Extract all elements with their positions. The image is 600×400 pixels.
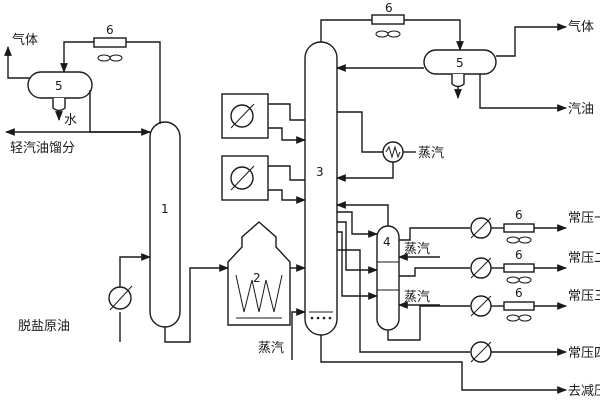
- cooler-exchanger-2-slash: [470, 257, 492, 279]
- steam-generator-coil: [385, 145, 401, 159]
- gas-left-label: 气体: [12, 32, 38, 48]
- heat-exchanger-slash: [109, 285, 133, 311]
- gas-right-label: 气体: [568, 19, 594, 35]
- steam-bottom-label: 蒸汽: [258, 341, 284, 356]
- stripper-4-number: 4: [383, 235, 391, 249]
- cooler-top: [371, 14, 405, 25]
- air-cooler-3: [503, 301, 535, 311]
- pumparound-slash-upper: [230, 103, 255, 129]
- tower-3-number: 3: [316, 165, 324, 179]
- gas-left-outlet: [4, 46, 30, 79]
- atmospheric-tower: [304, 41, 338, 336]
- heating-furnace: [227, 221, 291, 326]
- steam-distributor: [310, 316, 332, 320]
- side-draw-2: [337, 221, 378, 274]
- cooler-exchanger-1-slash: [470, 217, 492, 239]
- gasoline-outlet: [479, 74, 567, 112]
- cooler-6-side-3-number: 6: [515, 286, 523, 300]
- crude-to-tower-1: [119, 253, 151, 287]
- air-cooler-1: [503, 223, 535, 233]
- fan-icon: [506, 236, 532, 244]
- steam-exchanger-label: 蒸汽: [418, 146, 444, 161]
- cooler-top-to-drum: [404, 19, 464, 51]
- cooler-6-side-2-number: 6: [515, 248, 523, 262]
- residue-label: 去减压: [568, 384, 600, 399]
- steam-stripper-2-label: 蒸汽: [404, 290, 430, 305]
- drum-5-left-number: 5: [55, 79, 63, 93]
- reflux-to-tower-1: [89, 90, 151, 136]
- steam-exchanger-out: [336, 162, 394, 182]
- cooler-6-top-number: 6: [385, 1, 393, 15]
- cooler-to-drum-line: [60, 41, 94, 73]
- pre-flash-tower: [149, 121, 181, 328]
- side-draw-1: [337, 211, 378, 238]
- gas-right-outlet: [496, 23, 567, 57]
- steam-stripper-1-label: 蒸汽: [404, 242, 430, 257]
- pumparound-box-lower: [221, 155, 269, 201]
- tower-3-overhead-line: [320, 19, 372, 42]
- side-4-label: 常压四线: [568, 346, 600, 361]
- air-cooler-2: [503, 263, 535, 273]
- cooler-left-top: [93, 37, 127, 48]
- side-3-label: 常压三线（重柴油）: [568, 288, 600, 304]
- tower-1-overhead-line: [126, 41, 161, 124]
- cooler-exchanger-4-slash: [470, 341, 492, 363]
- fan-icon: [97, 54, 123, 62]
- fan-icon: [506, 276, 532, 284]
- pumparound-upper-in: [268, 103, 305, 121]
- product-line-3: [387, 305, 470, 341]
- pumparound-lower-in: [268, 165, 305, 181]
- product-line-4: [337, 249, 470, 353]
- cooler-6-side-1-number: 6: [515, 208, 523, 222]
- desalted-crude-label: 脱盐原油: [18, 319, 70, 334]
- drum-boot-left: [52, 98, 66, 112]
- pumparound-slash-lower: [230, 165, 255, 191]
- side-1-label: 常压一线（煤油）: [568, 211, 600, 226]
- side-2-label: 常压二线（轻柴油）: [568, 251, 600, 266]
- cooler-exchanger-3-slash: [470, 295, 492, 317]
- product-line-1: [399, 227, 470, 241]
- cooler-6-left-number: 6: [106, 23, 114, 37]
- residue-line: [320, 335, 567, 394]
- product-line-2: [399, 267, 470, 277]
- light-gasoline-label: 轻汽油馏分: [10, 141, 75, 156]
- pumparound-upper-out: [268, 127, 306, 144]
- gasoline-right-label: 汽油: [568, 102, 594, 117]
- fan-icon: [506, 314, 532, 322]
- drum-5-right-number: 5: [456, 56, 464, 70]
- fan-icon: [375, 30, 401, 38]
- pumparound-lower-out: [268, 189, 306, 204]
- water-label: 水: [64, 113, 77, 128]
- side-draw-3: [337, 231, 378, 300]
- furnace-2-number: 2: [253, 271, 261, 285]
- tower-1-number: 1: [161, 202, 169, 216]
- steam-to-tower-3: [291, 308, 306, 360]
- tower-3-to-steam-exchanger: [337, 111, 383, 153]
- drum-boot-right: [451, 74, 465, 88]
- tower-1-bottom-line: [164, 264, 229, 343]
- stripper-vapor-return: [336, 201, 389, 226]
